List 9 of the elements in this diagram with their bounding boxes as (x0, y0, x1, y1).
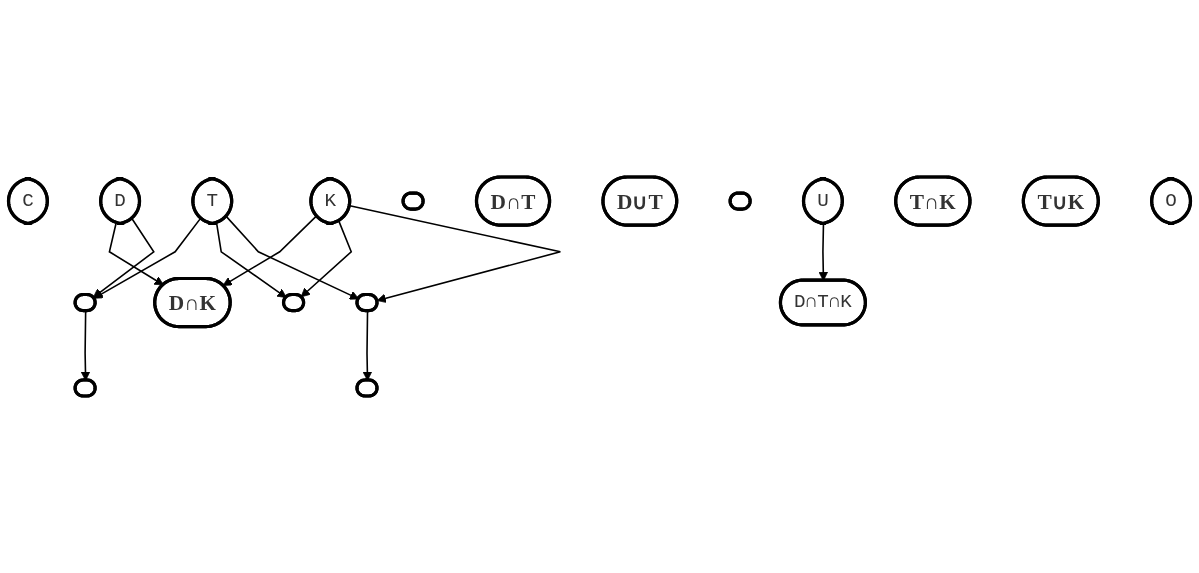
arrow (300, 220, 353, 298)
arrow (222, 215, 318, 286)
arrow (92, 217, 155, 298)
arrow (349, 204, 562, 303)
arrow (108, 221, 164, 286)
arrow (225, 215, 360, 300)
arrow (362, 310, 373, 381)
arrow (215, 222, 287, 298)
arrow (93, 217, 202, 299)
